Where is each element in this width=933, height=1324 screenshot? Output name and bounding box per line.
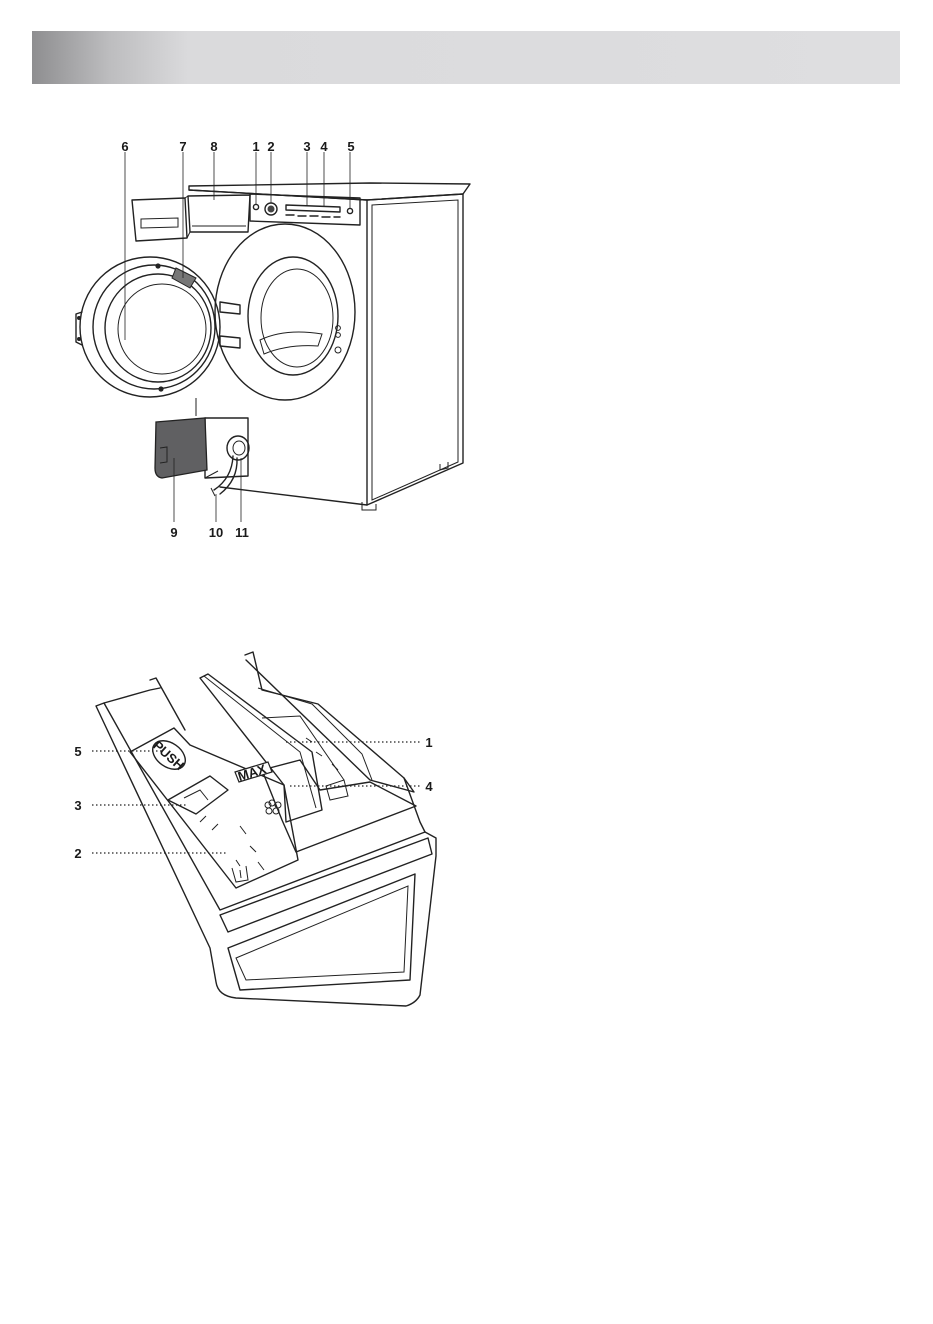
callout-11: 11 <box>235 525 249 540</box>
drawer-callout-4: 4 <box>425 779 433 794</box>
callout-4: 4 <box>320 139 328 154</box>
callout-6: 6 <box>121 139 128 154</box>
machine-side <box>367 194 463 505</box>
callout-9: 9 <box>170 525 177 540</box>
softener-flower-icon <box>265 800 281 814</box>
max-label: MAX <box>236 761 268 784</box>
door-hinge-top <box>220 302 240 314</box>
callout-5: 5 <box>347 139 354 154</box>
drawer-callout-5: 5 <box>74 744 81 759</box>
detergent-drawer-handle <box>132 198 187 241</box>
door-outer-ring <box>80 257 220 397</box>
drawer-callout-3: 3 <box>74 798 81 813</box>
callout-8: 8 <box>210 139 217 154</box>
drawer-callout-labels: 5 3 2 1 4 <box>74 735 433 861</box>
callout-7: 7 <box>179 139 186 154</box>
drawer-leader-lines <box>92 742 420 853</box>
callout-1: 1 <box>252 139 259 154</box>
door-glass <box>105 274 211 382</box>
detergent-drawer-illustration: PUSH MAX <box>96 652 436 1006</box>
callout-3: 3 <box>303 139 310 154</box>
main-wash-symbol <box>232 866 248 882</box>
drawer-handle-front <box>220 838 432 932</box>
compartment-divider <box>200 674 322 822</box>
button-1 <box>253 204 258 209</box>
washing-machine-illustration <box>76 183 470 510</box>
display-panel <box>286 205 340 212</box>
callout-10: 10 <box>209 525 223 540</box>
drawer-callout-2: 2 <box>74 846 81 861</box>
drawer-callout-1: 1 <box>425 735 432 750</box>
liquid-detergent-insert <box>168 776 228 814</box>
door-hinge-bottom <box>220 336 240 348</box>
callout-2: 2 <box>267 139 274 154</box>
button-5 <box>347 208 352 213</box>
pump-filter <box>227 436 249 460</box>
